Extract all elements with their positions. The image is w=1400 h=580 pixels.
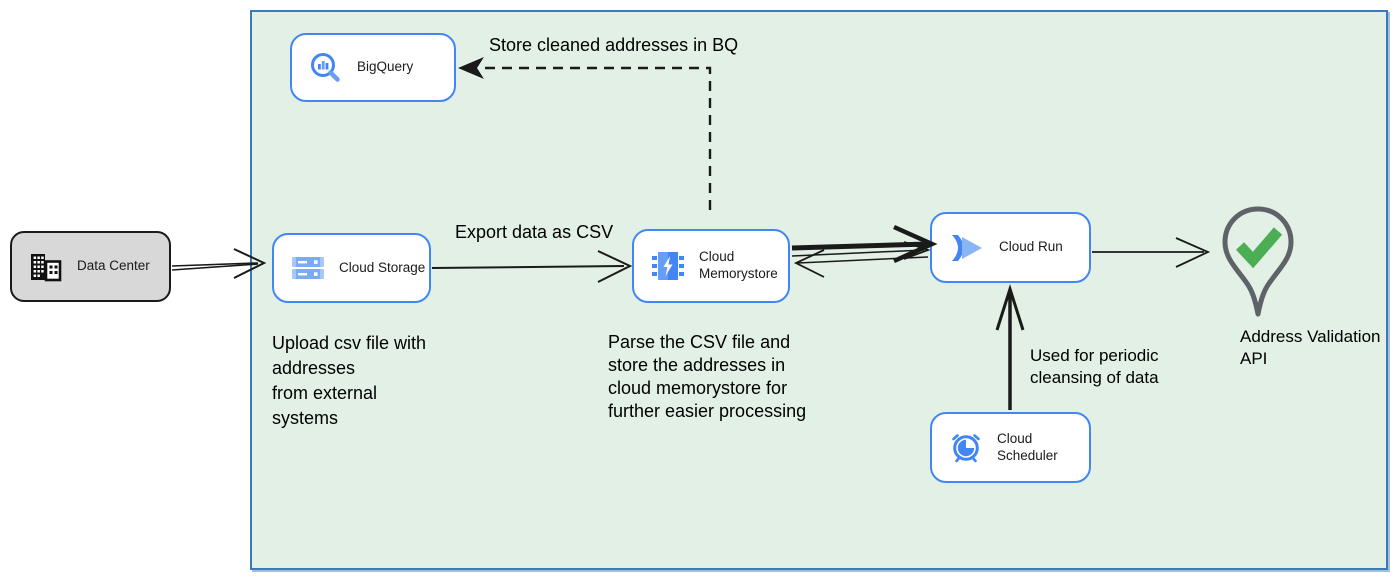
node-cloud-run[interactable]: Cloud Run [930, 212, 1091, 283]
gcp-boundary-container [250, 10, 1388, 570]
node-cloud-memorystore[interactable]: Cloud Memorystore [632, 229, 790, 303]
node-data-center-label: Data Center [77, 258, 150, 274]
annotation-parse-note: Parse the CSV file and store the address… [608, 332, 807, 421]
address-validation-pin-icon [1222, 206, 1294, 317]
node-cloud-scheduler-label: Cloud Scheduler [997, 430, 1058, 463]
bigquery-icon [311, 52, 340, 82]
check-icon [1235, 227, 1283, 269]
node-data-center[interactable]: Data Center [10, 231, 171, 302]
node-cloud-scheduler[interactable]: Cloud Scheduler [930, 412, 1091, 483]
cloud-scheduler-icon [952, 433, 980, 462]
annotation-upload-note: Upload csv file with addresses from exte… [272, 333, 427, 428]
cloud-run-icon [952, 234, 982, 261]
annotation-periodic-note: Used for periodic cleansing of data [1030, 346, 1159, 387]
annotation-export-csv: Export data as CSV [455, 222, 614, 242]
annotation-store-bq: Store cleaned addresses in BQ [489, 35, 739, 55]
cloud-memorystore-icon [652, 252, 684, 280]
cloud-storage-icon [292, 257, 324, 279]
data-center-icon [31, 253, 62, 281]
node-bigquery-label: BigQuery [357, 59, 414, 75]
address-validation-api-label: Address Validation API [1240, 327, 1381, 368]
node-cloud-storage-label: Cloud Storage [339, 259, 426, 275]
node-address-validation-api[interactable] [1220, 204, 1296, 331]
node-cloud-memorystore-label: Cloud Memorystore [699, 249, 778, 281]
node-cloud-run-label: Cloud Run [999, 239, 1063, 255]
node-cloud-storage[interactable]: Cloud Storage [272, 233, 431, 303]
node-bigquery[interactable]: BigQuery [290, 33, 456, 102]
